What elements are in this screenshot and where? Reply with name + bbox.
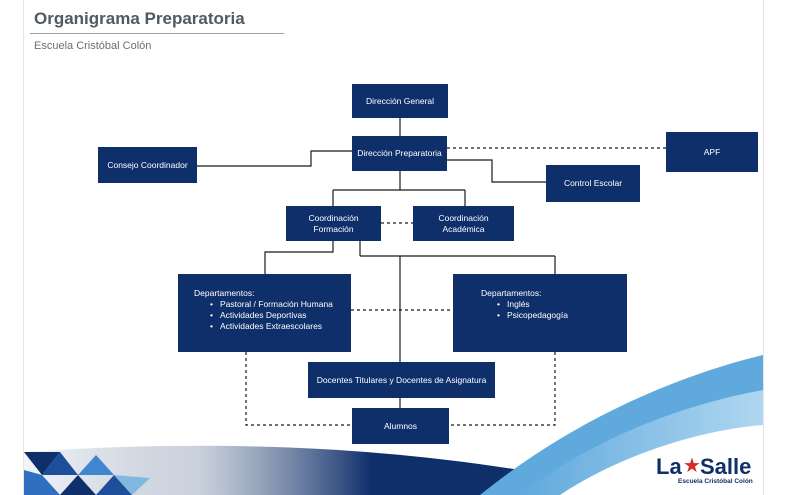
title-divider [30, 33, 284, 34]
apf-label: APF [703, 146, 721, 157]
star-icon: ★ [683, 455, 701, 477]
list-item: Inglés [491, 299, 568, 310]
line-control-escolar [440, 159, 546, 183]
list-item: Actividades Extraescolares [204, 321, 333, 332]
line-formacion-to-dept [264, 241, 334, 274]
alumnos-box: Alumnos [352, 408, 449, 444]
departamentos-academicos-title: Departamentos: [481, 288, 542, 298]
right-border [763, 0, 764, 495]
alumnos-label: Alumnos [383, 420, 418, 431]
direccion-preparatoria-label: Dirección Preparatoria [357, 148, 442, 158]
departamentos-formacion-title: Departamentos: [194, 288, 255, 298]
line-consejo [197, 150, 352, 167]
docentes-label: Docentes Titulares y Docentes de Asignat… [316, 374, 487, 385]
apf-box: APF [666, 132, 758, 172]
list-item: Psicopedagogía [491, 310, 568, 321]
page-subtitle: Escuela Cristóbal Colón [34, 40, 152, 52]
direccion-general-box: Dirección General [352, 84, 448, 118]
page-title: Organigrama Preparatoria [34, 9, 245, 28]
la-salle-logo: La ★ Salle Escuela Cristóbal Colón [656, 454, 776, 492]
list-item: Actividades Deportivas [204, 310, 333, 321]
control-escolar-box: Control Escolar [546, 165, 640, 202]
logo-la-text: La [656, 454, 682, 479]
logo-school-text: Escuela Cristóbal Colón [678, 478, 753, 485]
departamentos-formacion-box: Departamentos: Pastoral / Formación Huma… [178, 274, 351, 352]
control-escolar-label: Control Escolar [563, 178, 623, 188]
consejo-coordinador-label: Consejo Coordinador [107, 159, 188, 170]
coordinacion-academica-box: Coordinación Académica [413, 206, 514, 241]
left-border [23, 0, 24, 495]
consejo-coordinador-box: Consejo Coordinador [98, 147, 197, 183]
direccion-general-label: Dirección General [365, 95, 435, 106]
departamentos-formacion-list: Pastoral / Formación Humana Actividades … [194, 299, 333, 332]
coordinacion-formacion-label: Coordinación Formación [308, 212, 359, 234]
departamentos-academicos-box: Departamentos: Inglés Psicopedagogía [453, 274, 627, 352]
direccion-preparatoria-box: Dirección Preparatoria [352, 136, 447, 171]
coordinacion-academica-label: Coordinación Académica [438, 212, 489, 234]
coordinacion-formacion-box: Coordinación Formación [286, 206, 381, 241]
logo-salle-text: Salle [700, 454, 752, 479]
list-item: Pastoral / Formación Humana [204, 299, 333, 310]
docentes-box: Docentes Titulares y Docentes de Asignat… [308, 362, 495, 398]
departamentos-academicos-list: Inglés Psicopedagogía [481, 299, 568, 321]
dashed-left-to-alumnos [245, 352, 352, 426]
